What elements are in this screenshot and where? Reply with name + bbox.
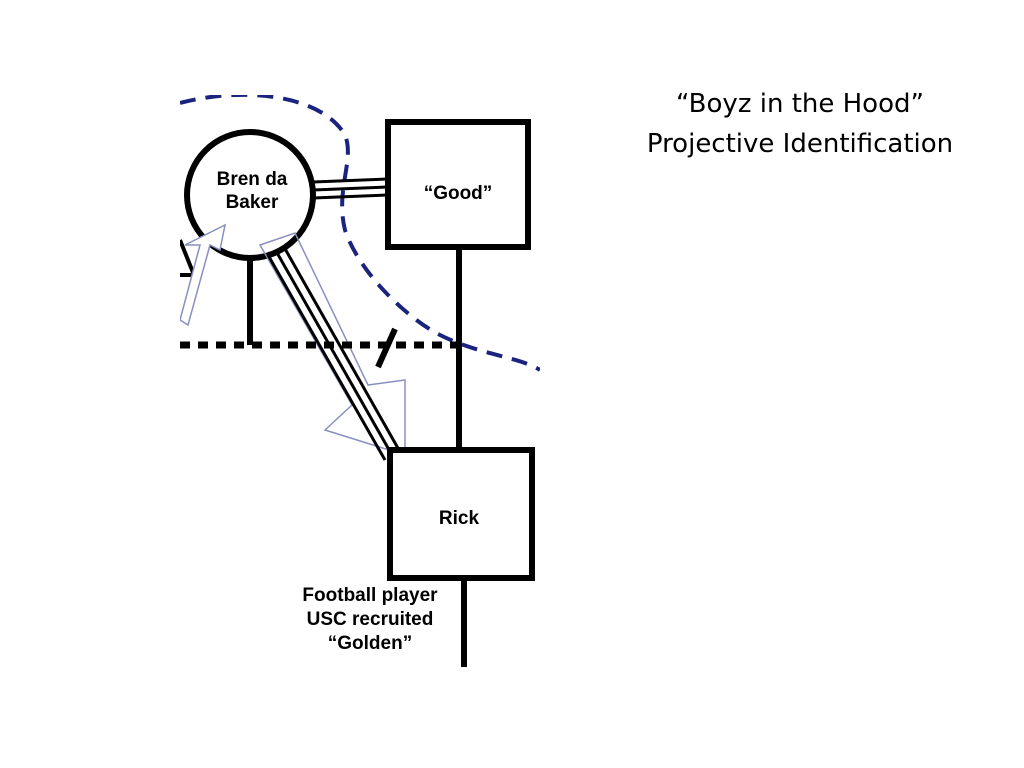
projection-arrow-down-outline	[258, 232, 406, 457]
brenda-label-line-1: Bren da	[217, 169, 288, 190]
dashed-boundary-line	[180, 95, 540, 372]
caption-line-1: Football player	[302, 585, 438, 606]
title-line-2: Projective Identification	[646, 129, 954, 159]
title-line-1: “Boyz in the Hood”	[676, 89, 924, 119]
caption-line-2: USC recruited	[307, 609, 434, 630]
genogram-svg: Bren da Baker “Good” Rick	[180, 95, 540, 667]
triple-bond-rick	[266, 246, 401, 461]
genogram-diagram: Bren da Baker “Good” Rick	[180, 95, 540, 667]
good-box-label: “Good”	[424, 183, 493, 204]
caption-line-3: “Golden”	[328, 633, 412, 654]
good-box	[385, 119, 531, 250]
slide-title: “Boyz in the Hood” Projective Identifica…	[600, 84, 1000, 164]
brenda-label-line-2: Baker	[226, 192, 279, 213]
separation-slash	[375, 327, 398, 369]
triple-bond-good	[312, 177, 389, 200]
rick-box-label: Rick	[439, 508, 480, 529]
projection-arrow-left-outline	[180, 223, 227, 327]
